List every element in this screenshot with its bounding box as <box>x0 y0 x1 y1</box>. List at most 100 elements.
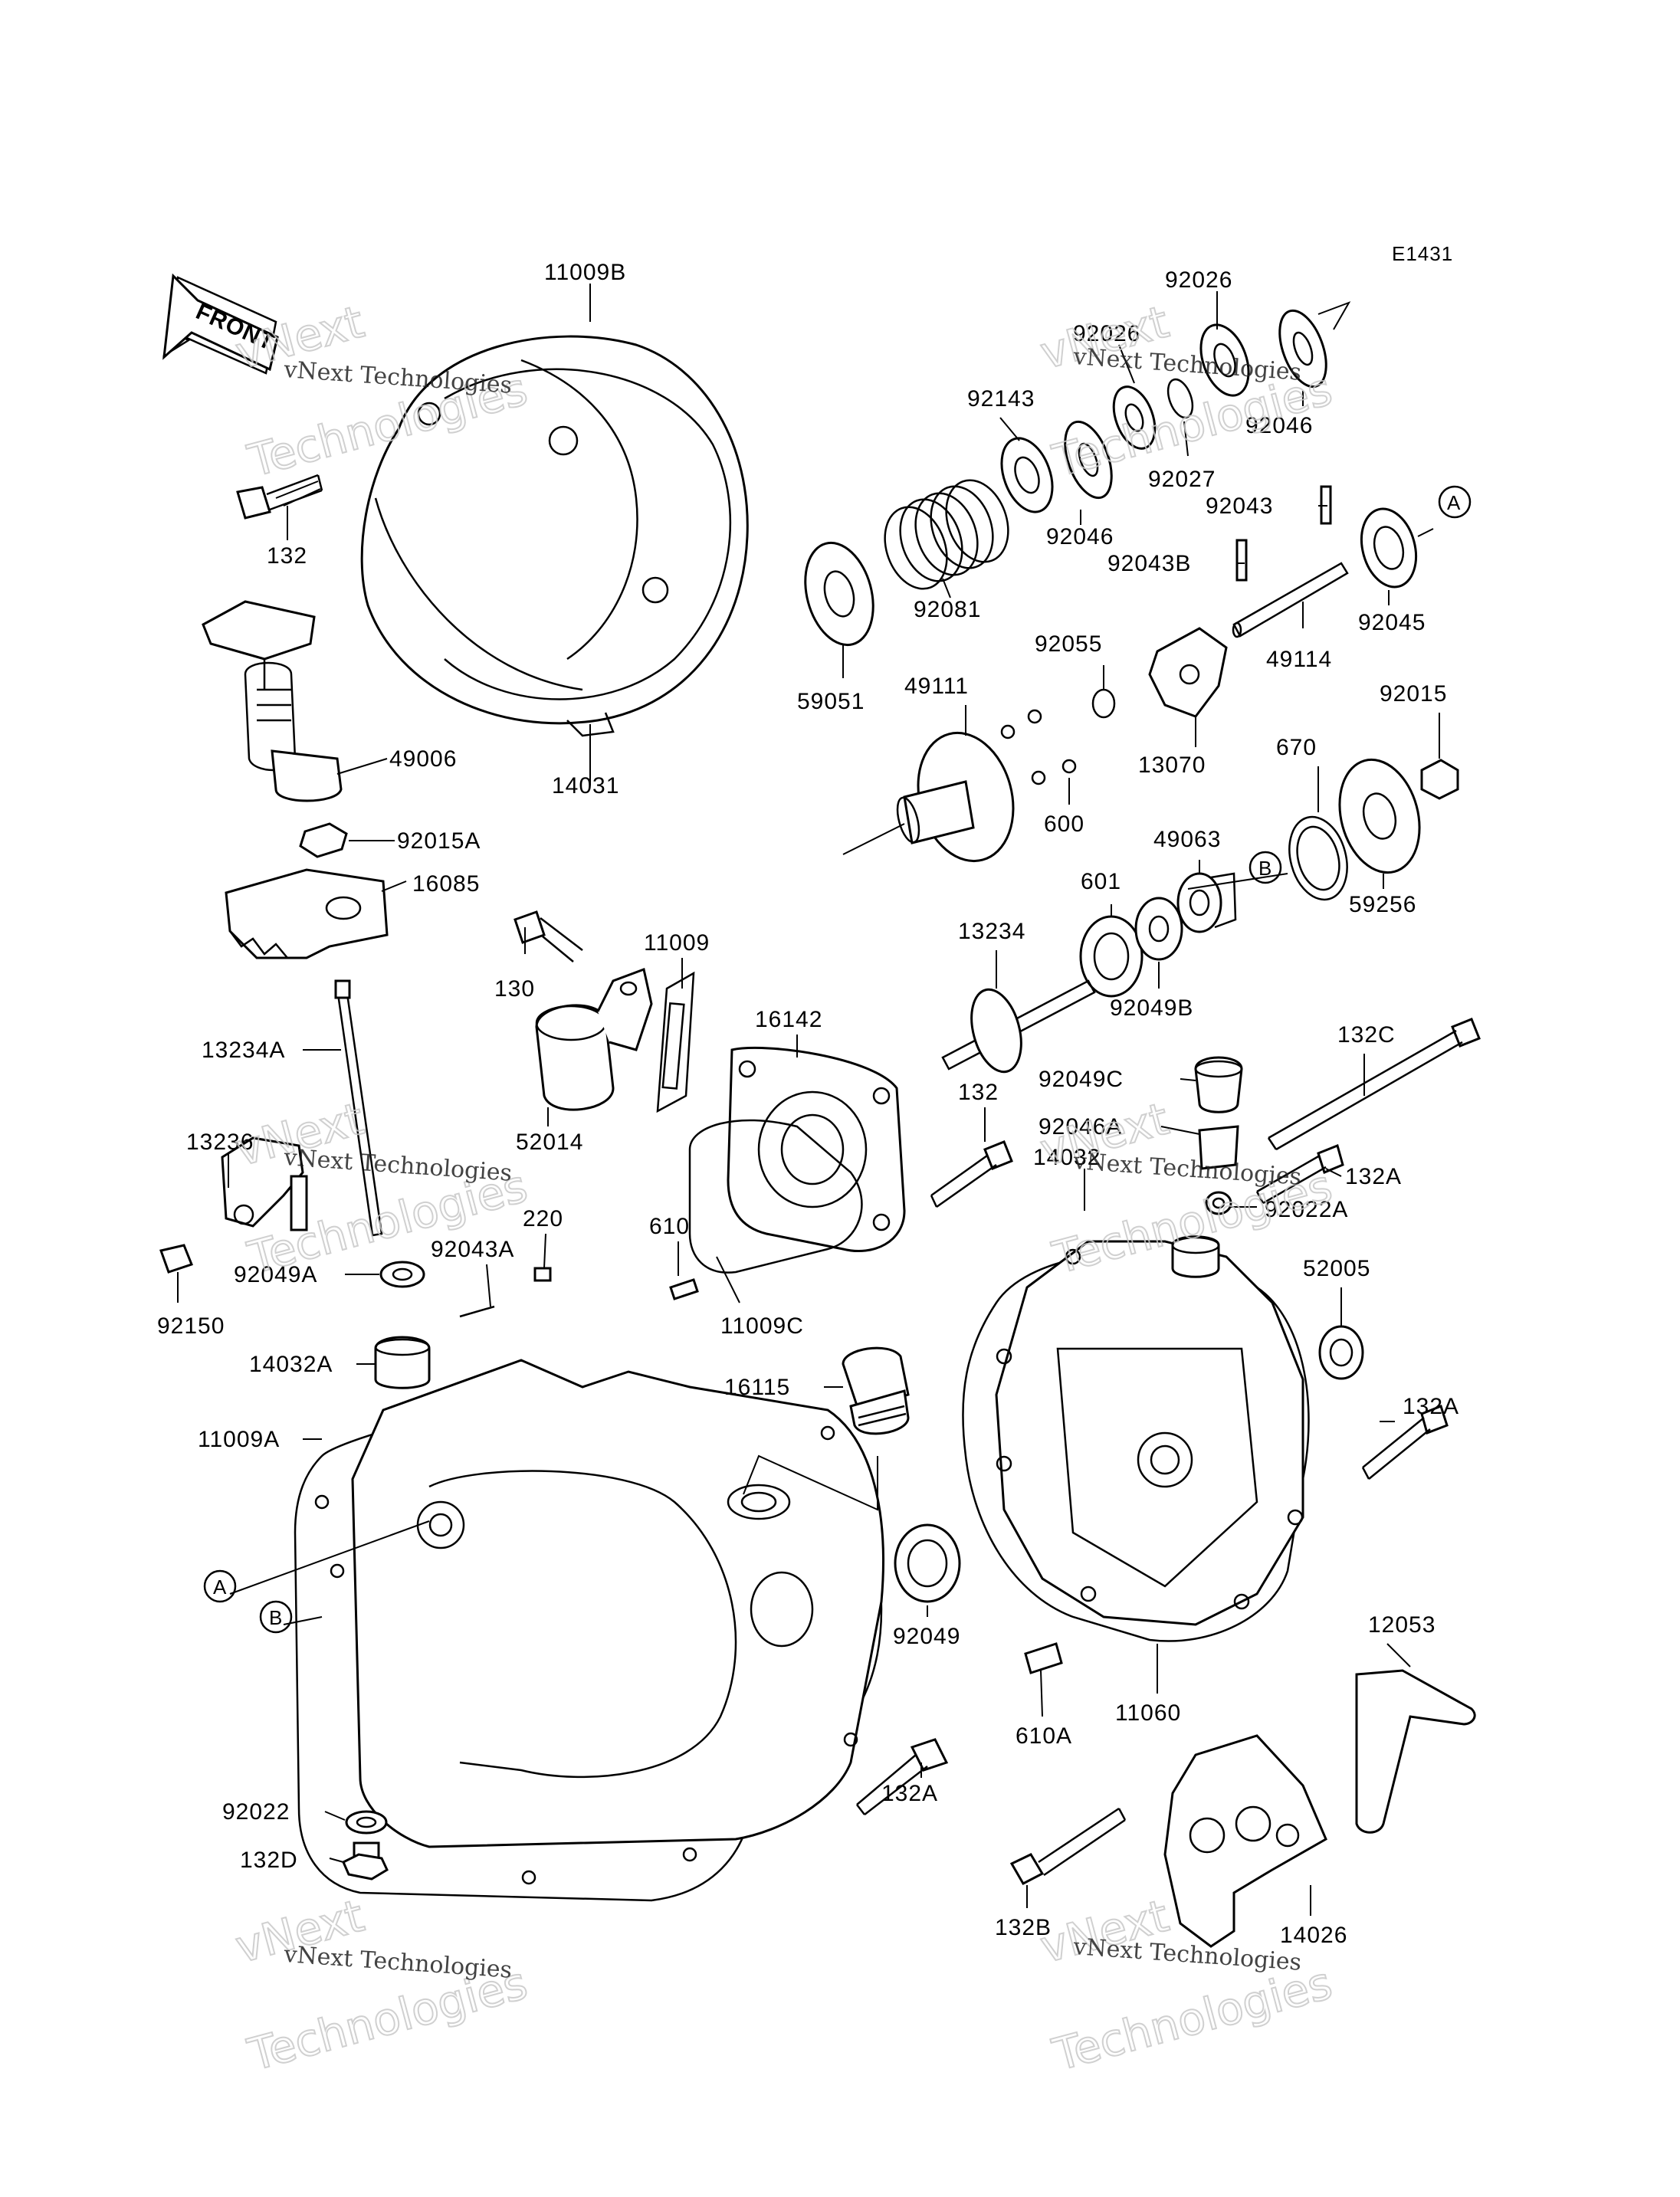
impeller-13070-drawing <box>1148 627 1228 718</box>
gasket-11009-drawing <box>656 971 695 1113</box>
pump-body-drawing <box>688 1046 906 1274</box>
label-12053: 12053 <box>1368 1612 1436 1638</box>
label-92081: 92081 <box>914 597 981 622</box>
label-16115: 16115 <box>724 1375 790 1400</box>
label-92022A: 92022A <box>1265 1197 1348 1222</box>
watermark-text-5: vNext Technologies <box>282 1941 513 1984</box>
label-132A-3: 132A <box>1403 1394 1459 1419</box>
seal-92049B-drawing <box>1134 897 1183 961</box>
washer-92026-2-drawing <box>1112 385 1157 450</box>
label-670: 670 <box>1276 735 1317 760</box>
label-92046-2: 92046 <box>1046 524 1114 549</box>
collar-92049C-drawing <box>1194 1056 1243 1113</box>
impeller-59256-drawing <box>1338 758 1421 874</box>
washer-92143-drawing <box>1000 437 1054 513</box>
guard-14026-drawing <box>1163 1734 1327 1948</box>
kick-pedal-drawing <box>225 868 389 959</box>
callout-B-top: B <box>1249 851 1282 884</box>
bearing-92045-drawing <box>1360 507 1417 589</box>
label-14032A: 14032A <box>249 1352 333 1377</box>
bolt-220-drawing <box>533 1267 552 1282</box>
bolt-130-drawing <box>514 910 583 962</box>
label-610: 610 <box>649 1214 690 1239</box>
bolt-132A-drawing-3 <box>1361 1405 1449 1480</box>
shaft-13234A-drawing <box>334 979 383 1237</box>
label-92150: 92150 <box>157 1313 225 1339</box>
label-92049A: 92049A <box>234 1262 317 1287</box>
oil-seal-52005-drawing <box>1318 1325 1364 1380</box>
bolt-132-drawing-2 <box>930 1140 1013 1208</box>
oring-670-drawing <box>1288 815 1348 901</box>
callout-A-top: A <box>1438 485 1472 519</box>
label-132A-1: 132A <box>881 1781 938 1806</box>
label-11060: 11060 <box>1115 1700 1181 1726</box>
watermark-text-6: vNext Technologies <box>1071 1933 1302 1976</box>
gearshaft-13234-drawing <box>941 979 1096 1074</box>
label-92043B: 92043B <box>1107 551 1191 576</box>
label-132B: 132B <box>995 1915 1052 1940</box>
label-11009A: 11009A <box>198 1427 280 1452</box>
water-pipe-drawing <box>535 967 653 1111</box>
label-92045: 92045 <box>1358 610 1426 635</box>
callout-A-bottom: A <box>203 1569 237 1603</box>
bush-92046A-drawing <box>1198 1125 1239 1170</box>
label-92046-1: 92046 <box>1245 413 1313 438</box>
callout-B-bottom: B <box>259 1600 293 1634</box>
label-92043: 92043 <box>1206 494 1273 519</box>
kick-shaft-drawing <box>202 600 343 802</box>
washer-92022A-drawing <box>1205 1191 1232 1215</box>
label-11009: 11009 <box>644 930 710 956</box>
label-220: 220 <box>523 1206 563 1231</box>
label-13236: 13236 <box>186 1130 254 1155</box>
label-11009B: 11009B <box>544 260 626 285</box>
label-92015A: 92015A <box>397 828 481 854</box>
oring-92055-drawing <box>1091 688 1116 719</box>
spring-92081-drawing <box>884 479 1009 590</box>
label-132-2: 132 <box>958 1080 999 1105</box>
label-92015: 92015 <box>1380 681 1447 707</box>
label-13234A: 13234A <box>202 1038 285 1063</box>
label-92055: 92055 <box>1035 631 1102 657</box>
bolt-132B-drawing <box>1009 1807 1127 1885</box>
bearing-601-drawing <box>1079 915 1144 998</box>
label-59256: 59256 <box>1349 892 1416 917</box>
circlip-92027-drawing <box>1166 378 1194 419</box>
dowel-610A-drawing <box>1024 1642 1063 1674</box>
bearing-92049-drawing <box>894 1523 961 1603</box>
bolt-132A-drawing-2 <box>1255 1143 1344 1205</box>
lever-13236-drawing <box>221 1136 308 1231</box>
label-14026: 14026 <box>1280 1923 1347 1948</box>
shaft-49111-drawing <box>842 731 1015 863</box>
label-132C: 132C <box>1337 1022 1396 1048</box>
label-92049B: 92049B <box>1110 995 1193 1021</box>
part-labels: 11009B 132 14031 49006 92015A 16085 1323… <box>157 260 1459 1948</box>
balls-600-drawing <box>1000 709 1077 785</box>
thrust-washer-92046-1-drawing <box>1278 309 1327 389</box>
watermark-text-3: vNext Technologies <box>282 1144 513 1187</box>
clutch-cover-drawing <box>360 335 749 737</box>
label-92027: 92027 <box>1148 467 1216 492</box>
label-52005: 52005 <box>1303 1256 1370 1281</box>
bolt-132-drawing <box>236 474 323 520</box>
label-52014: 52014 <box>516 1130 583 1155</box>
washer-92026-1-drawing <box>1199 323 1250 397</box>
label-14031: 14031 <box>552 773 619 798</box>
label-92143: 92143 <box>967 386 1035 412</box>
bolt-92150-drawing <box>159 1244 193 1274</box>
label-610A: 610A <box>1016 1723 1072 1749</box>
label-601: 601 <box>1081 869 1121 894</box>
gear-59051-drawing <box>804 541 874 647</box>
label-59051: 59051 <box>797 689 865 714</box>
label-132: 132 <box>267 543 307 569</box>
label-13070: 13070 <box>1138 753 1206 778</box>
label-16142: 16142 <box>755 1007 822 1032</box>
bracket-12053-drawing <box>1355 1669 1476 1834</box>
label-92026-1: 92026 <box>1165 267 1232 293</box>
washer-92049A-drawing <box>379 1261 425 1288</box>
svg-text:B: B <box>269 1606 282 1629</box>
diagram-code: E1431 <box>1392 242 1453 265</box>
label-600: 600 <box>1044 812 1084 837</box>
label-49063: 49063 <box>1153 827 1221 852</box>
dowel-610-drawing <box>669 1278 699 1300</box>
thrust-washer-92046-2-drawing <box>1064 420 1113 500</box>
